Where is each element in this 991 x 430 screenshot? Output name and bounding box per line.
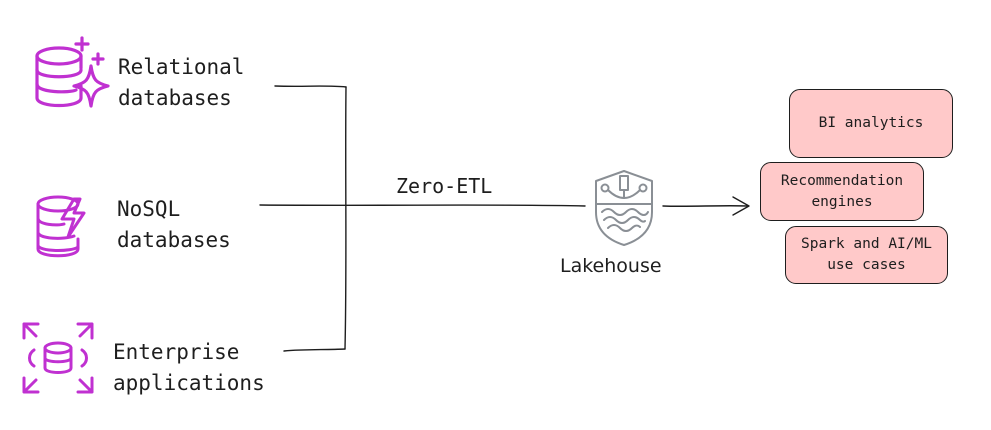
usecase-line: Recommendation (780, 172, 904, 189)
usecase-line: BI analytics (818, 115, 924, 131)
database-lightning-icon (36, 195, 86, 258)
source-label-nosql: NoSQL databases (117, 194, 231, 256)
source-line: Relational (118, 55, 245, 79)
hub-to-usecases-arrow (662, 205, 749, 207)
source-line: Enterprise (113, 340, 240, 364)
usecase-line: Spark and AI/ML (801, 236, 932, 252)
zero-etl-label: Zero-ETL (396, 174, 493, 198)
database-sparkle-icon (35, 36, 110, 108)
usecase-spark-ai-ml: Spark and AI/ML use cases (785, 226, 948, 284)
vertical-bus (344, 86, 347, 350)
source-line: applications (113, 371, 265, 395)
enterprise-connector (283, 348, 346, 352)
source-line: databases (118, 86, 232, 110)
usecase-bi-analytics: BI analytics (789, 89, 953, 158)
source-label-relational: Relational databases (118, 52, 244, 114)
lakehouse-icon (595, 170, 653, 246)
usecase-recommendation-engines: Recommendation engines (760, 162, 924, 221)
usecase-line: engines (811, 193, 873, 210)
source-label-enterprise: Enterprise applications (113, 337, 265, 399)
expand-database-icon (22, 322, 94, 394)
relational-connector (274, 85, 347, 88)
nosql-to-hub-connector (259, 204, 586, 207)
usecase-line: use cases (827, 257, 906, 273)
lakehouse-label: Lakehouse (560, 255, 662, 277)
arrowhead (732, 196, 750, 216)
source-line: NoSQL (117, 197, 181, 221)
source-line: databases (117, 228, 231, 252)
